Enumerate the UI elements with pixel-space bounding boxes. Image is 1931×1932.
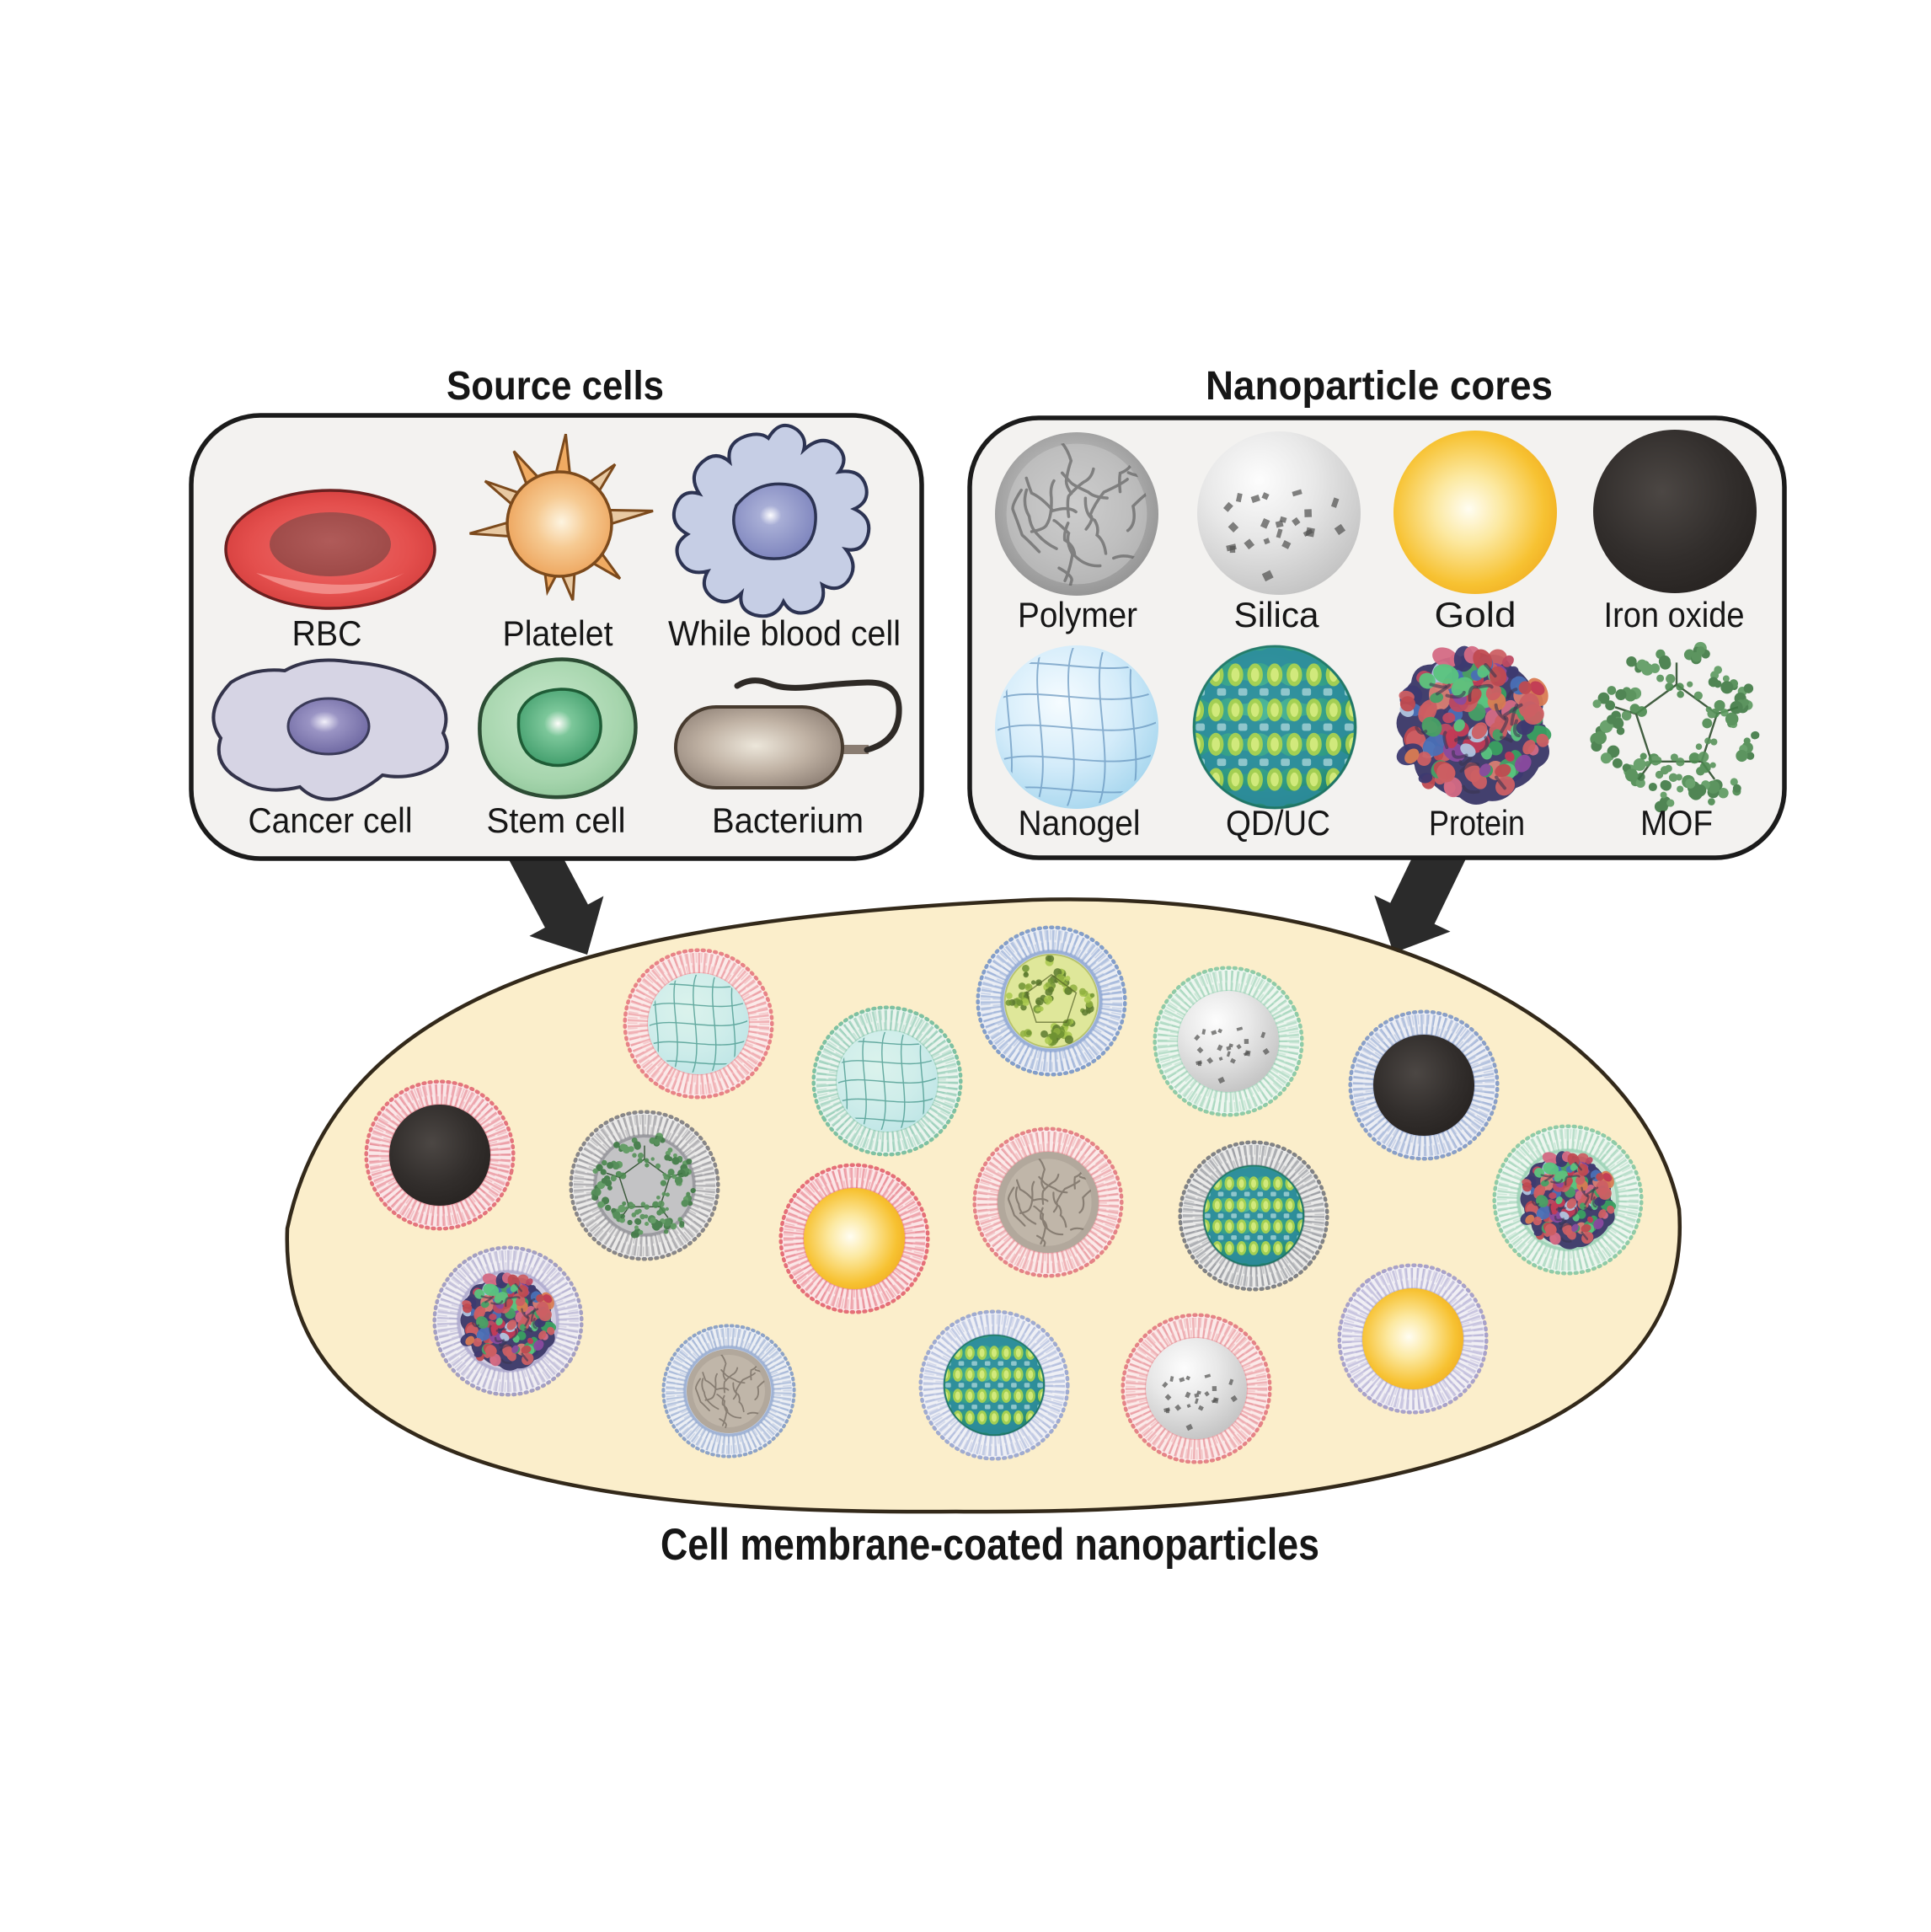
svg-text:Polymer: Polymer bbox=[1018, 595, 1137, 634]
svg-text:Gold: Gold bbox=[1435, 595, 1516, 634]
svg-text:MOF: MOF bbox=[1640, 803, 1713, 843]
svg-text:Platelet: Platelet bbox=[503, 613, 613, 653]
svg-text:Nanoparticle cores: Nanoparticle cores bbox=[1206, 364, 1553, 409]
svg-text:RBC: RBC bbox=[292, 613, 362, 653]
svg-text:Protein: Protein bbox=[1429, 803, 1525, 843]
svg-text:Bacterium: Bacterium bbox=[712, 800, 864, 840]
svg-text:Silica: Silica bbox=[1234, 595, 1320, 634]
svg-text:QD/UC: QD/UC bbox=[1226, 803, 1330, 843]
svg-text:Source cells: Source cells bbox=[447, 364, 664, 409]
svg-text:Cancer cell: Cancer cell bbox=[249, 800, 413, 840]
svg-text:Iron oxide: Iron oxide bbox=[1604, 595, 1745, 634]
svg-text:Nanogel: Nanogel bbox=[1019, 803, 1141, 843]
svg-text:Cell membrane-coated nanoparti: Cell membrane-coated nanoparticles bbox=[661, 1520, 1319, 1570]
svg-text:While blood cell: While blood cell bbox=[668, 613, 901, 653]
svg-text:Stem cell: Stem cell bbox=[487, 800, 626, 840]
